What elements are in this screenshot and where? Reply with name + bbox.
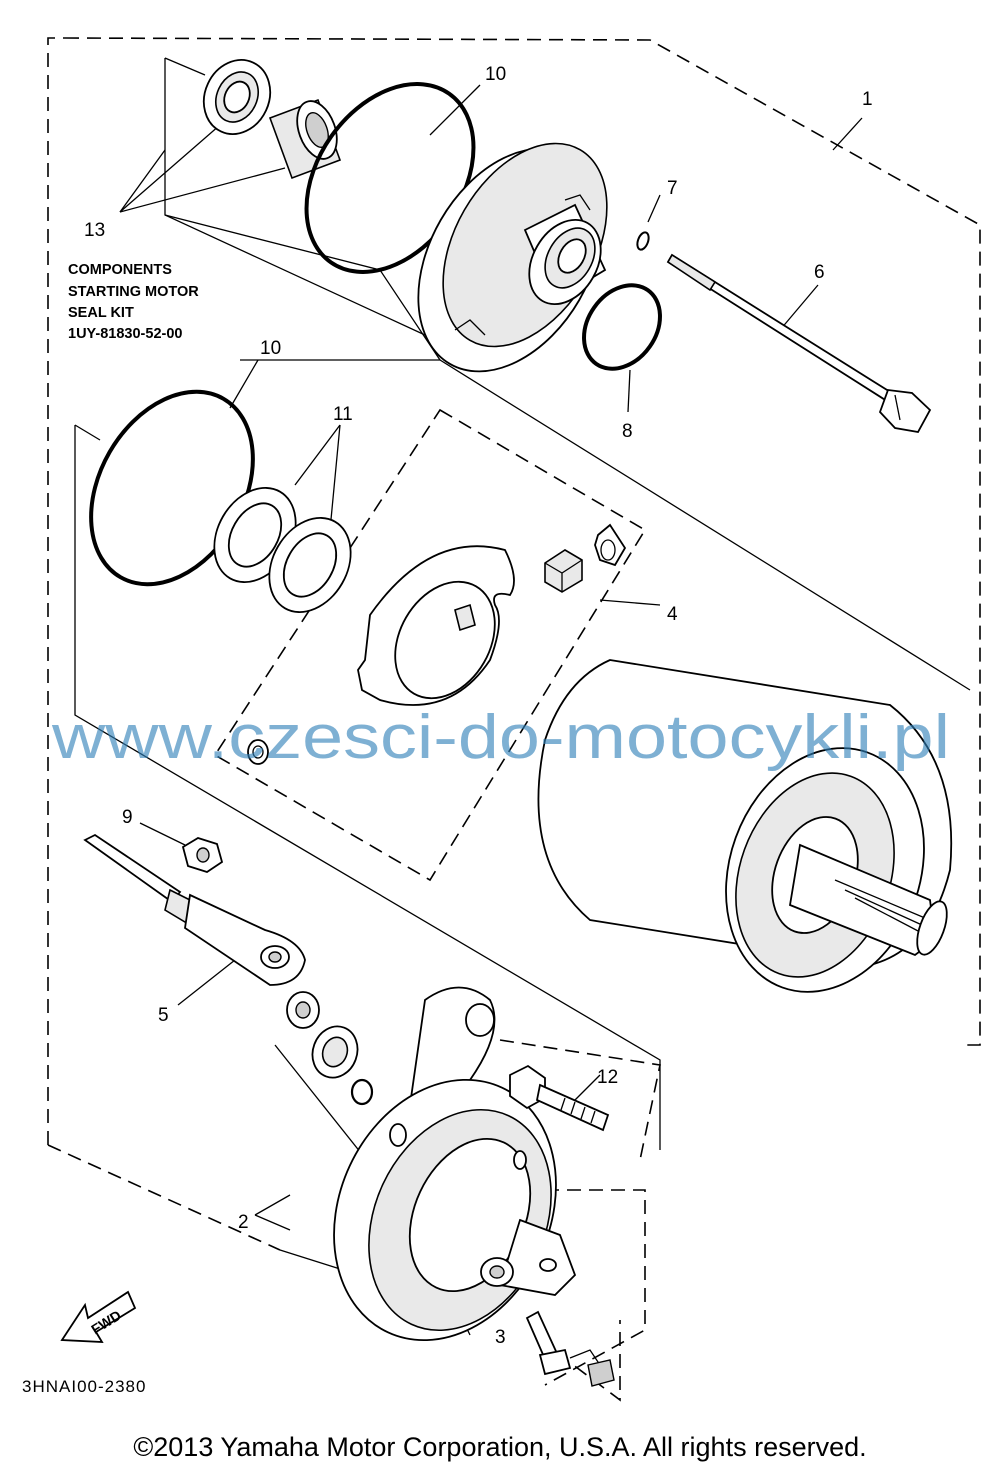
seal-kit-part-number: 1UY-81830-52-00 — [68, 326, 182, 342]
through-bolt-6 — [666, 253, 932, 433]
exploded-parts-diagram: FWD 1 2 3 4 5 6 7 8 9 10 10 11 12 13 COM… — [22, 37, 981, 1402]
o-ring-8 — [582, 283, 662, 371]
callout-6: 6 — [814, 262, 825, 283]
callout-1: 1 — [862, 89, 873, 110]
fwd-arrow-icon: FWD — [60, 1290, 137, 1343]
seal-kit-line-1: COMPONENTS — [68, 262, 172, 278]
seal-kit-line-3: SEAL KIT — [68, 305, 134, 321]
spring-4 — [594, 523, 627, 567]
shim-11-b — [268, 517, 352, 613]
diagram-code: 3HNAI00-2380 — [22, 1377, 146, 1396]
terminal-bolt-3 — [525, 1310, 572, 1376]
lead-wire-5 — [83, 833, 306, 986]
callout-5: 5 — [158, 1005, 169, 1026]
seal-kit-note: COMPONENTS STARTING MOTOR SEAL KIT 1UY-8… — [68, 262, 199, 342]
seal-kit-line-2: STARTING MOTOR — [68, 284, 199, 300]
oil-seal-13 — [202, 59, 272, 135]
needle-bearing-13 — [268, 98, 342, 180]
copyright-notice: ©2013 Yamaha Motor Corporation, U.S.A. A… — [133, 1432, 867, 1462]
brush-4 — [544, 549, 583, 593]
callout-3: 3 — [495, 1327, 506, 1348]
callout-12: 12 — [597, 1067, 618, 1088]
o-ring-2 — [350, 1078, 374, 1106]
nut-9 — [181, 837, 224, 873]
callout-2: 2 — [238, 1212, 249, 1233]
callout-9: 9 — [122, 807, 133, 828]
callout-11: 11 — [333, 404, 353, 425]
brush-3 — [569, 1349, 615, 1387]
front-cover — [417, 142, 608, 373]
callout-8: 8 — [622, 421, 633, 442]
end-cover-2 — [333, 986, 577, 1342]
callout-10-upper: 10 — [485, 64, 506, 85]
washer-2-b — [311, 1025, 359, 1079]
callout-10-lower: 10 — [260, 338, 281, 359]
callout-4: 4 — [667, 604, 678, 625]
o-ring-7 — [636, 231, 650, 251]
yoke-assembly — [537, 659, 953, 993]
bolt-12 — [509, 1064, 610, 1132]
spring-4-lower — [247, 739, 269, 765]
brush-plate-4 — [357, 545, 515, 706]
callout-7: 7 — [667, 178, 678, 199]
callout-13: 13 — [84, 220, 105, 241]
assembly-boundary-1 — [47, 37, 981, 1145]
washer-2-a — [286, 991, 320, 1029]
brush-holder-boundary-4 — [213, 408, 647, 882]
watermark: www.czesci-do-motocykli.pl — [51, 703, 950, 772]
assembly-boundary-lower — [47, 1144, 281, 1251]
